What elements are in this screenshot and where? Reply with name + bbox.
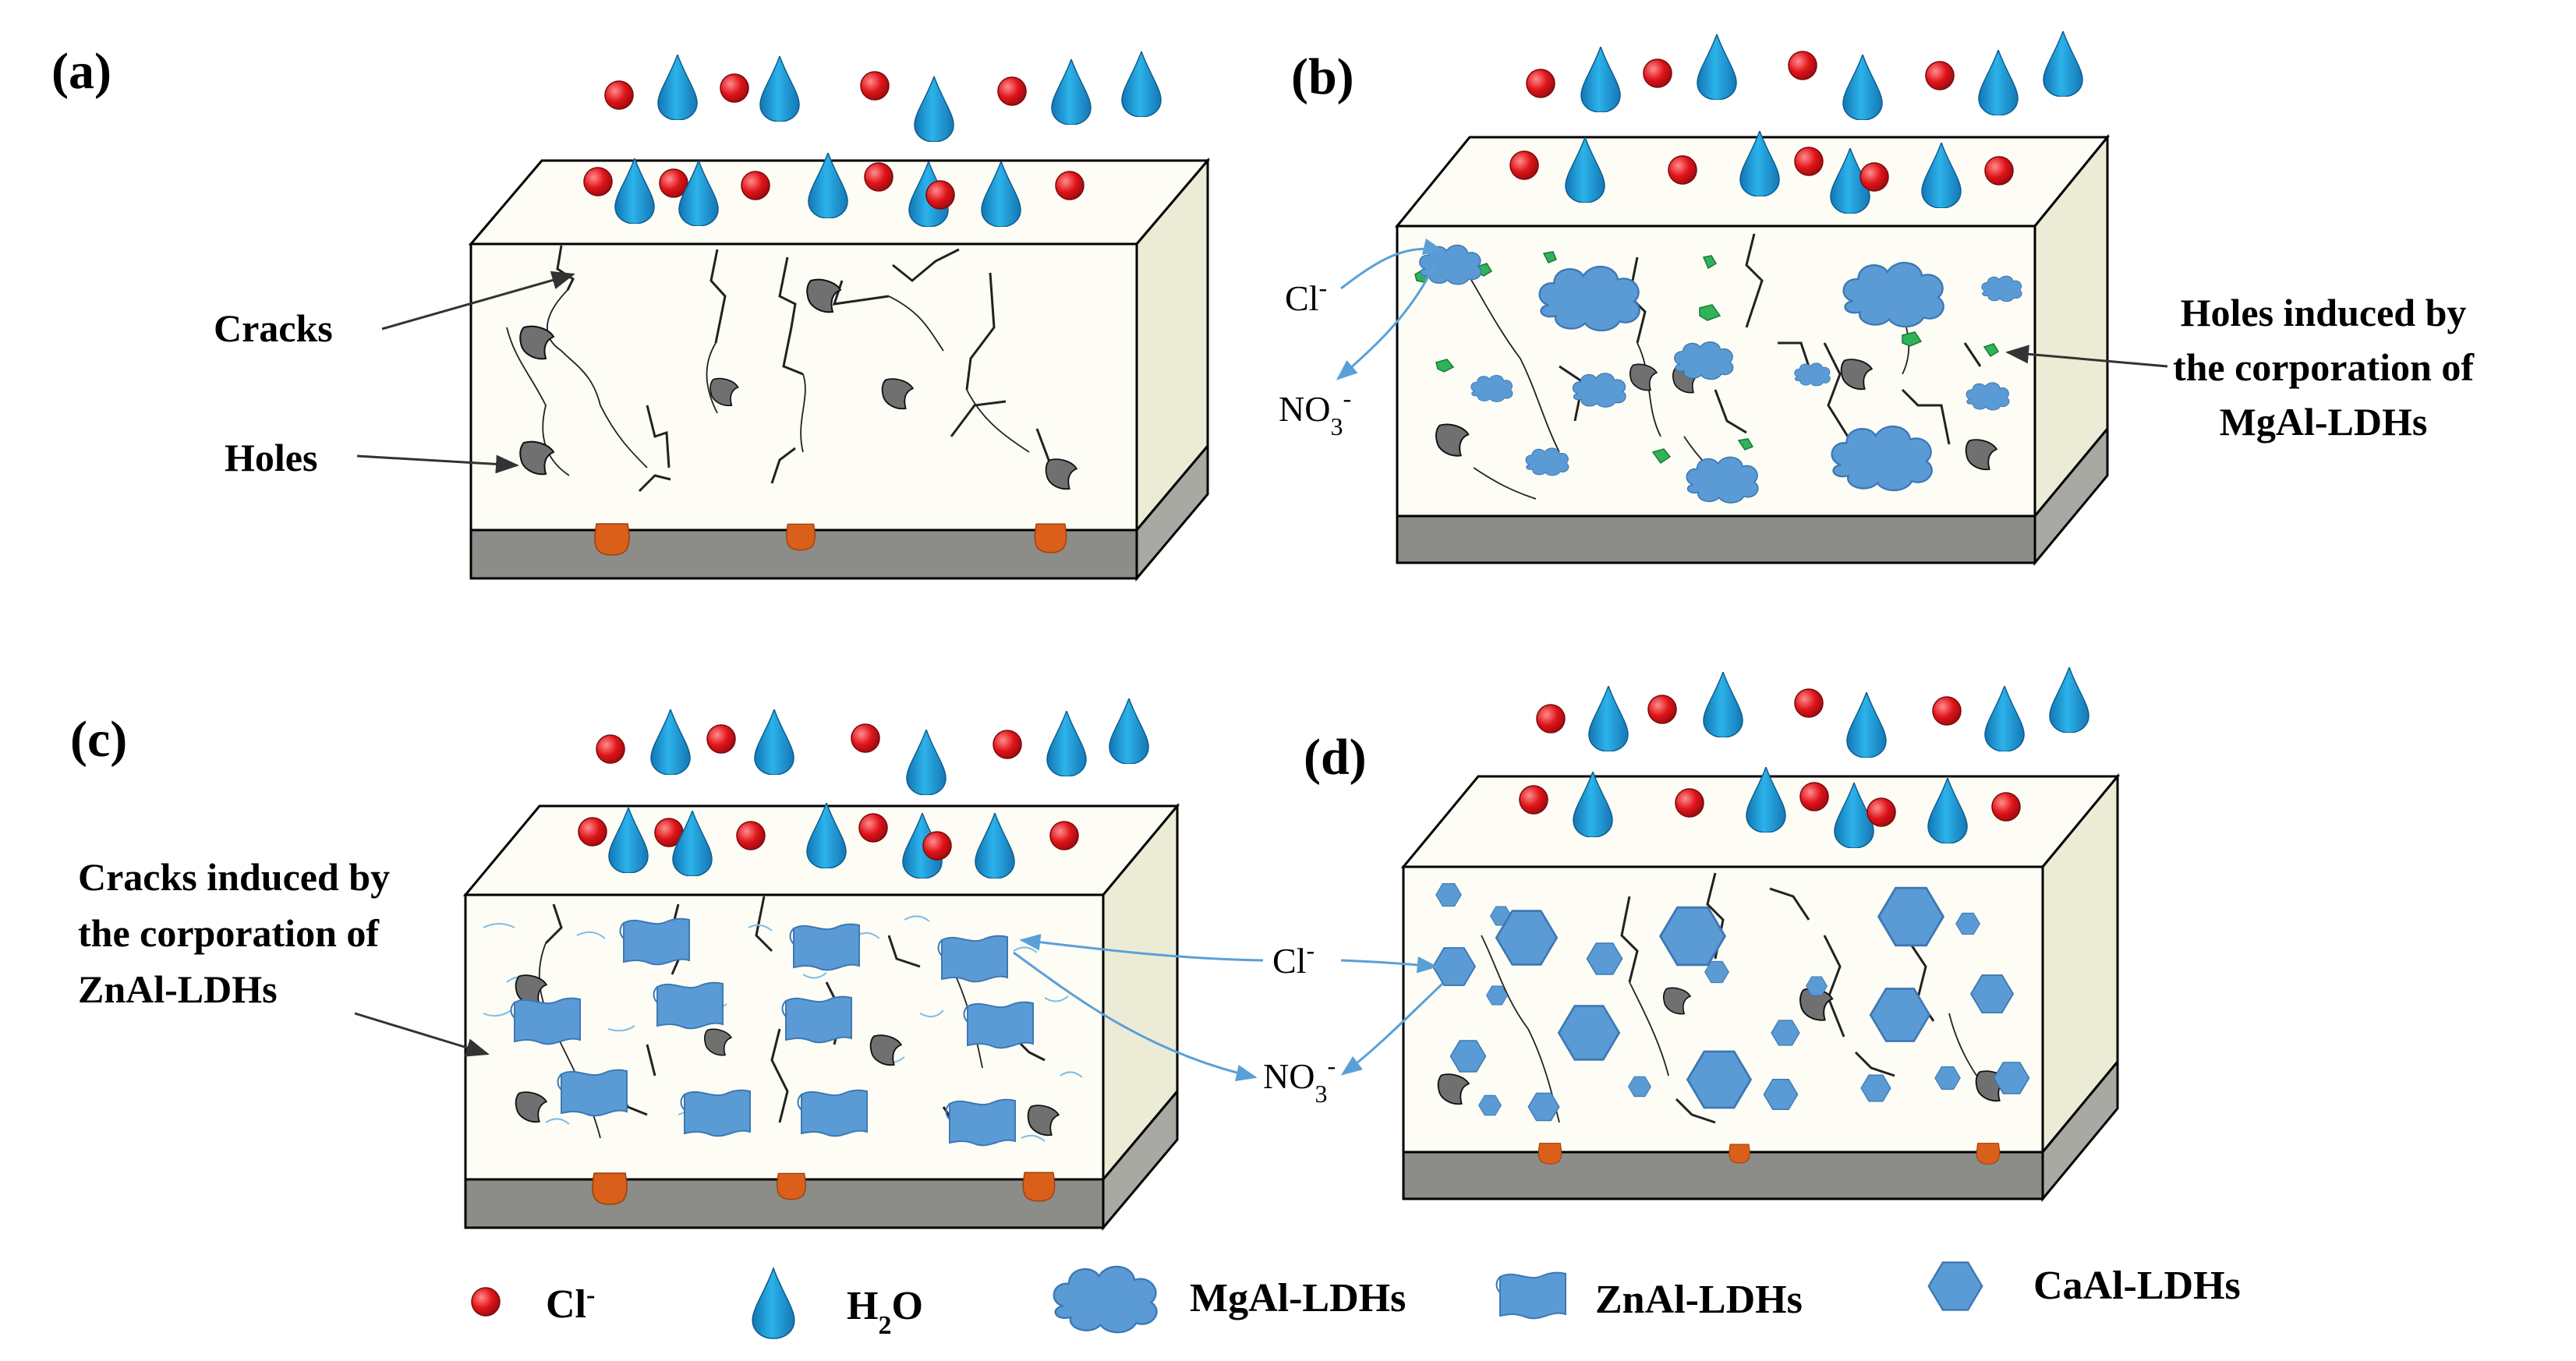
legend-caal-label: CaAl-LDHs [2033,1264,2241,1308]
rust-d-1 [1537,1143,1562,1165]
svg-text:the corporation of: the corporation of [2173,345,2475,389]
rust-d-3 [1976,1143,2001,1165]
rust-c-2 [777,1172,806,1200]
legend-caal-symbol [1927,1261,1983,1311]
ion-exchange-b: Cl- NO3- [1279,238,1445,440]
cl-ion-b: Cl- [1285,274,1327,318]
rust-a-3 [1034,523,1067,553]
legend-cl-symbol [471,1287,501,1317]
holes-arrow [356,454,519,474]
rust-d-2 [1729,1144,1750,1164]
panel-d: (d) [1304,667,2121,1203]
svg-text:MgAl-LDHs: MgAl-LDHs [2220,400,2428,444]
rust-c-1 [592,1172,628,1205]
legend: Cl- H2O MgAl-LDHs ZnAl-LDHs CaAl-LDHs [471,1261,2241,1340]
no3-ion-b: NO3- [1279,384,1351,440]
legend-mgal-symbol [1053,1265,1158,1334]
panel-c-label: (c) [70,711,127,768]
ion-exchange-cd: Cl- NO3- [1013,933,1444,1108]
coating-block-b [1394,133,2111,567]
rust-c-3 [1022,1172,1056,1202]
legend-h2o-label: H2O [847,1284,923,1340]
panel-b: (b) Cl- NO3- Holes induced by the corpor… [1279,31,2475,567]
svg-text:the corporation of: the corporation of [78,911,380,955]
rust-a-1 [594,523,630,556]
coating-block-d [1400,772,2121,1203]
legend-mgal-label: MgAl-LDHs [1190,1276,1406,1320]
green-particles-b [1414,251,2000,465]
panel-a: (a) Cracks Holes [51,43,1211,582]
holes-induced-annotation: Holes induced by the corporation of MgAl… [2005,291,2475,444]
no3-ion-cd: NO3- [1263,1052,1336,1108]
rust-a-2 [786,523,816,551]
svg-text:Holes induced by: Holes induced by [2181,291,2467,334]
legend-h2o-symbol [752,1267,795,1339]
panel-b-label: (b) [1291,48,1354,105]
legend-znal-symbol [1495,1271,1566,1320]
cracks-label: Cracks [214,306,333,350]
cracks-arrow [381,270,575,331]
legend-znal-label: ZnAl-LDHs [1595,1278,1803,1322]
svg-text:Cracks induced by: Cracks induced by [78,855,390,899]
legend-cl-label: Cl- [546,1281,595,1327]
svg-text:ZnAl-LDHs: ZnAl-LDHs [78,967,278,1011]
cracks-induced-annotation: Cracks induced by the corporation of ZnA… [78,855,490,1057]
cl-ion-cd: Cl- [1272,936,1315,981]
panel-a-label: (a) [51,43,111,100]
holes-label: Holes [225,436,317,479]
panel-d-label: (d) [1304,729,1367,786]
panel-c: (c) Cracks induced by the corporation of… [70,698,1180,1232]
